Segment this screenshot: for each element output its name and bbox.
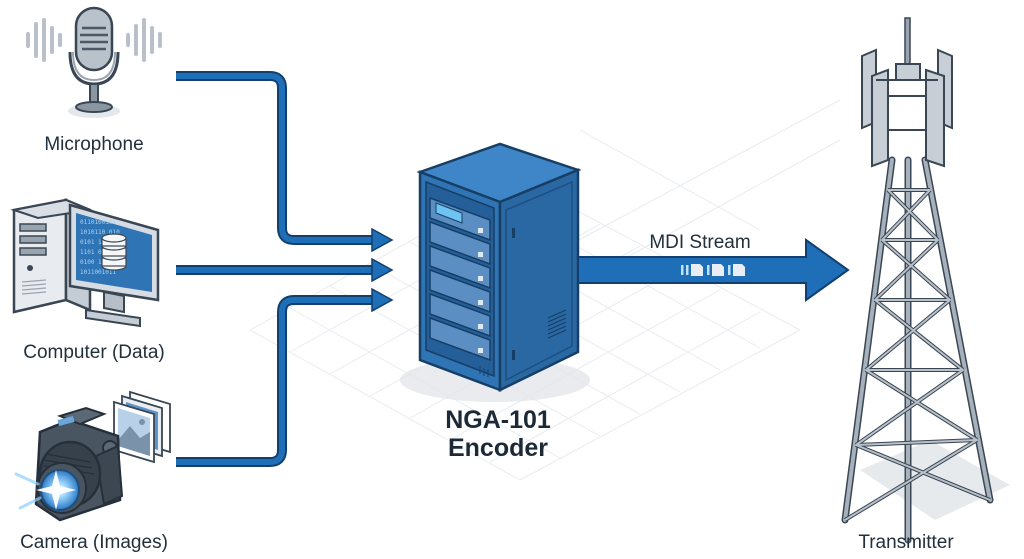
microphone-label: Microphone	[44, 134, 143, 155]
computer-node: 0110100101 1010110 010 0101 1011 1101 0101 0…	[10, 198, 165, 363]
camera-label: Camera (Images)	[20, 532, 168, 553]
svg-text:0110100101: 0110100101	[80, 219, 117, 226]
transmitter-label: Transmitter	[858, 532, 954, 553]
arrowhead-icon	[371, 227, 394, 253]
encoder-node: NGA-101 Encoder	[400, 142, 590, 462]
encoder-label-line1: NGA-101	[445, 406, 551, 434]
svg-text:1101 0101: 1101 0101	[80, 249, 113, 256]
microphone-node: Microphone	[26, 6, 162, 155]
lens-flare-icon	[36, 470, 76, 510]
arrow-computer-to-encoder	[176, 257, 394, 283]
mdi-stream-label: MDI Stream	[649, 232, 750, 253]
computer-icon: 0110100101 1010110 010 0101 1011 1101 0101 0…	[10, 198, 160, 328]
computer-label: Computer (Data)	[23, 342, 165, 363]
microphone-icon	[26, 6, 162, 118]
svg-text:0100 1100: 0100 1100	[80, 259, 113, 266]
encoder-label-line2: Encoder	[448, 434, 548, 462]
svg-text:1010110 010: 1010110 010	[80, 229, 120, 236]
camera-node: Camera (Images)	[14, 390, 171, 553]
image-frames-icon	[113, 390, 171, 464]
document-icon	[691, 264, 703, 276]
server-rack-icon	[400, 142, 590, 402]
document-icon	[712, 264, 724, 276]
data-packets-icon	[681, 264, 745, 276]
transmitter-node: Transmitter	[841, 17, 1010, 553]
arrow-encoder-to-transmitter: MDI Stream	[577, 232, 850, 302]
sound-wave-icon	[26, 18, 162, 62]
arrowhead-icon	[371, 257, 394, 283]
input-arrows	[176, 71, 394, 467]
arrow-microphone-to-encoder	[176, 71, 394, 253]
document-icon	[733, 264, 745, 276]
arrowhead-icon	[371, 287, 394, 313]
svg-text:1011001011: 1011001011	[80, 269, 117, 276]
arrow-camera-to-encoder	[176, 287, 394, 467]
antenna-panels-icon	[861, 48, 953, 168]
svg-text:0101 1011: 0101 1011	[80, 239, 113, 246]
display-screen-icon	[435, 202, 463, 224]
camera-icon	[14, 390, 171, 522]
transmission-tower-icon	[841, 17, 1010, 544]
